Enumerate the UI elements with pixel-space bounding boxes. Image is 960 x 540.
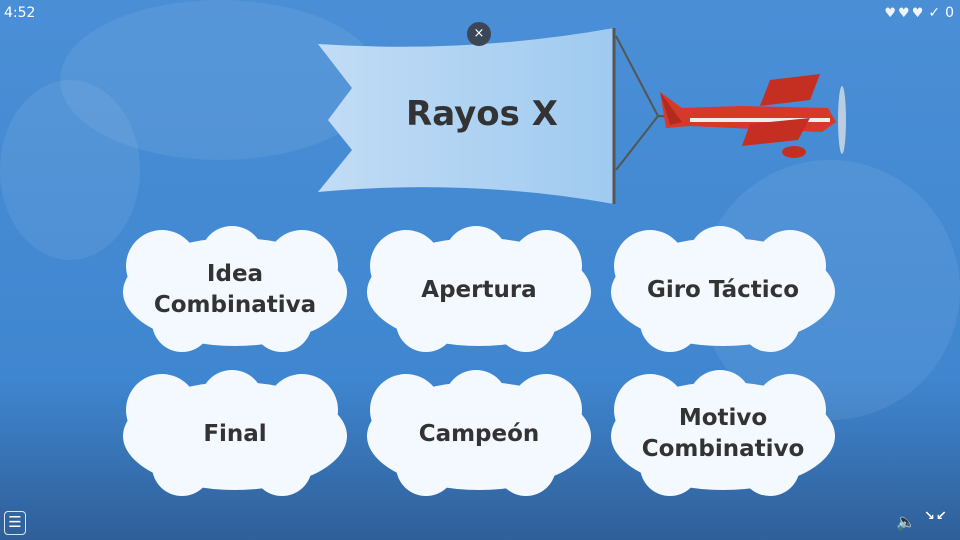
option-label: Motivo Combinativo	[641, 405, 805, 462]
banner-flag: Rayos X	[318, 28, 616, 204]
answer-option-1[interactable]: Idea Combinativa	[122, 226, 348, 354]
menu-button[interactable]: ☰	[4, 511, 26, 535]
close-button[interactable]: ×	[467, 22, 491, 46]
flag-shape	[318, 28, 616, 204]
exit-fullscreen-button[interactable]: ↘↙	[924, 509, 948, 524]
timer: 4:52	[4, 5, 36, 21]
option-label: Campeón	[418, 420, 540, 447]
option-label: Apertura	[421, 276, 537, 303]
heart-icon: ♥	[911, 5, 924, 21]
airplane-icon	[615, 35, 846, 170]
background-cloud	[60, 0, 380, 160]
sound-button[interactable]: 🔈	[896, 512, 916, 531]
background-cloud	[0, 80, 140, 260]
answer-option-2[interactable]: Apertura	[366, 226, 592, 354]
option-label: Final	[203, 420, 267, 447]
option-label: Giro Táctico	[646, 276, 800, 303]
status-bar: ♥ ♥ ♥ ✓ 0	[884, 5, 954, 21]
check-icon: ✓	[928, 5, 941, 21]
heart-icon: ♥	[884, 5, 897, 21]
correct-count: 0	[945, 5, 954, 21]
answer-option-3[interactable]: Giro Táctico	[610, 226, 836, 354]
answer-option-6[interactable]: Motivo Combinativo	[610, 370, 836, 498]
heart-icon: ♥	[898, 5, 910, 21]
target-word: Rayos X	[406, 94, 558, 134]
option-label: Idea Combinativa	[153, 261, 317, 318]
answer-option-5[interactable]: Campeón	[366, 370, 592, 498]
answer-option-4[interactable]: Final	[122, 370, 348, 498]
